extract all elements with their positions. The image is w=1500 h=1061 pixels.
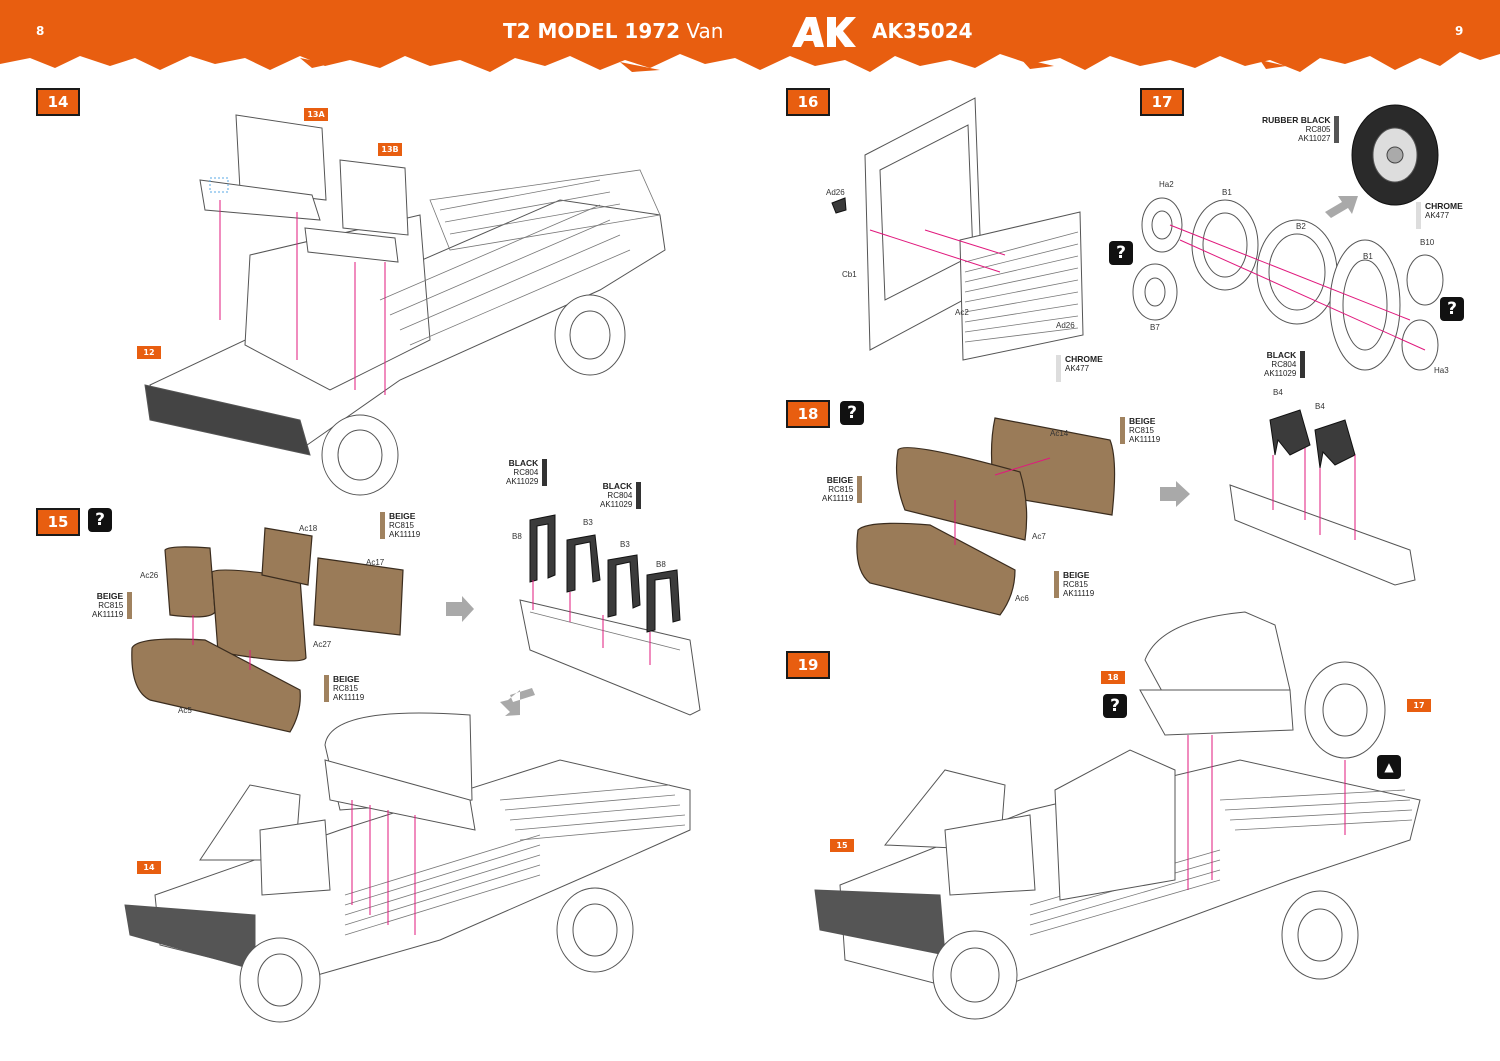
ak-logo [792,17,856,47]
part-label: B1 [1363,252,1373,261]
color-swatch [324,675,329,702]
step15-seat-drawing [131,527,404,733]
next-arrow [500,688,535,716]
step18-frame-drawing [1229,409,1416,586]
part-label: Ac5 [178,706,192,715]
color-swatch [1416,202,1421,229]
color-swatch [380,512,385,539]
part-label: B4 [1315,402,1325,411]
color-swatch [127,592,133,619]
paint-callout-beige: BEIGE RC815 AK11119 [822,476,863,503]
part-label: B2 [1296,222,1306,231]
step18-seat-drawing [856,417,1116,616]
part-label: Ac18 [299,524,318,533]
paint-callout-black: BLACK RC804 AK11029 [1264,351,1306,378]
question-icon: ? [1440,297,1464,321]
seat-frame-drawing [519,514,701,716]
step15-chassis-drawing [124,712,691,1023]
step17-wheel-drawing [1132,104,1444,371]
paint-callout-chrome: CHROME AK477 [1416,202,1463,229]
part-label: B8 [656,560,666,569]
ref-tag: 13A [304,108,328,121]
part-label: Cb1 [842,270,857,279]
part-label: Ac7 [1032,532,1046,541]
part-label: Ad26 [1056,321,1075,330]
paint-callout-black: BLACK RC804 AK11029 [600,482,642,509]
ref-tag: 12 [137,346,161,359]
color-swatch [1300,351,1306,378]
color-swatch [1056,355,1061,382]
paint-callout-beige: BEIGE RC815 AK11119 [324,675,364,702]
part-label: Ha3 [1434,366,1449,375]
part-label: B3 [620,540,630,549]
part-label: B8 [512,532,522,541]
part-label: B3 [583,518,593,527]
step14-chassis-drawing [144,114,666,496]
color-swatch [636,482,642,509]
paint-callout-beige: BEIGE RC815 AK11119 [1054,571,1094,598]
part-label: Ac27 [313,640,332,649]
part-label: Ac6 [1015,594,1029,603]
color-swatch [1334,116,1340,143]
step16-door-drawing [831,97,1084,361]
header-brush-banner [0,0,1500,72]
question-icon: ? [88,508,112,532]
page-number-right: 9 [1455,24,1464,38]
ref-tag: 17 [1407,699,1431,712]
glue-icon: ▲ [1377,755,1401,779]
ref-tag: 14 [137,861,161,874]
step-17-badge: 17 [1140,88,1184,116]
next-arrow [1160,481,1190,507]
paint-callout-beige: BEIGE RC815 AK11119 [380,512,420,539]
ref-tag: 18 [1101,671,1125,684]
part-label: B7 [1150,323,1160,332]
part-label: Ad26 [826,188,845,197]
next-arrow [1325,196,1358,218]
doc-title: T2 MODEL 1972 Van [503,19,723,43]
next-arrow [446,596,474,622]
paint-callout-rubber-black: RUBBER BLACK RC805 AK11027 [1262,116,1340,143]
part-label: Ac17 [366,558,385,567]
part-label: Ac14 [1050,429,1069,438]
page-number-left: 8 [36,24,45,38]
part-label: B1 [1222,188,1232,197]
color-swatch [1120,417,1125,444]
title-model: T2 MODEL 1972 [503,19,681,43]
step19-chassis-drawing [814,611,1421,1020]
step-19-badge: 19 [786,651,830,679]
kit-code: AK35024 [872,19,973,43]
page-header: 8 9 T2 MODEL 1972 Van AK35024 [0,0,1500,80]
step-15-badge: 15 [36,508,80,536]
ref-tag: 15 [830,839,854,852]
title-van: Van [686,19,724,43]
paint-callout-chrome: CHROME AK477 [1056,355,1103,382]
color-swatch [857,476,863,503]
step-16-badge: 16 [786,88,830,116]
part-label: Ac2 [955,308,969,317]
paint-callout-beige: BEIGE RC815 AK11119 [92,592,133,619]
step-18-badge: 18 [786,400,830,428]
question-icon: ? [1103,694,1127,718]
part-label: B10 [1420,238,1435,247]
question-icon: ? [840,401,864,425]
step-14-badge: 14 [36,88,80,116]
ref-tag: 13B [378,143,402,156]
question-icon: ? [1109,241,1133,265]
paint-callout-beige: BEIGE RC815 AK11119 [1120,417,1160,444]
color-swatch [542,459,548,486]
color-swatch [1054,571,1059,598]
paint-callout-black: BLACK RC804 AK11029 [506,459,548,486]
part-label: Ac26 [140,571,159,580]
part-label: Ha2 [1159,180,1174,189]
part-label: B4 [1273,388,1283,397]
